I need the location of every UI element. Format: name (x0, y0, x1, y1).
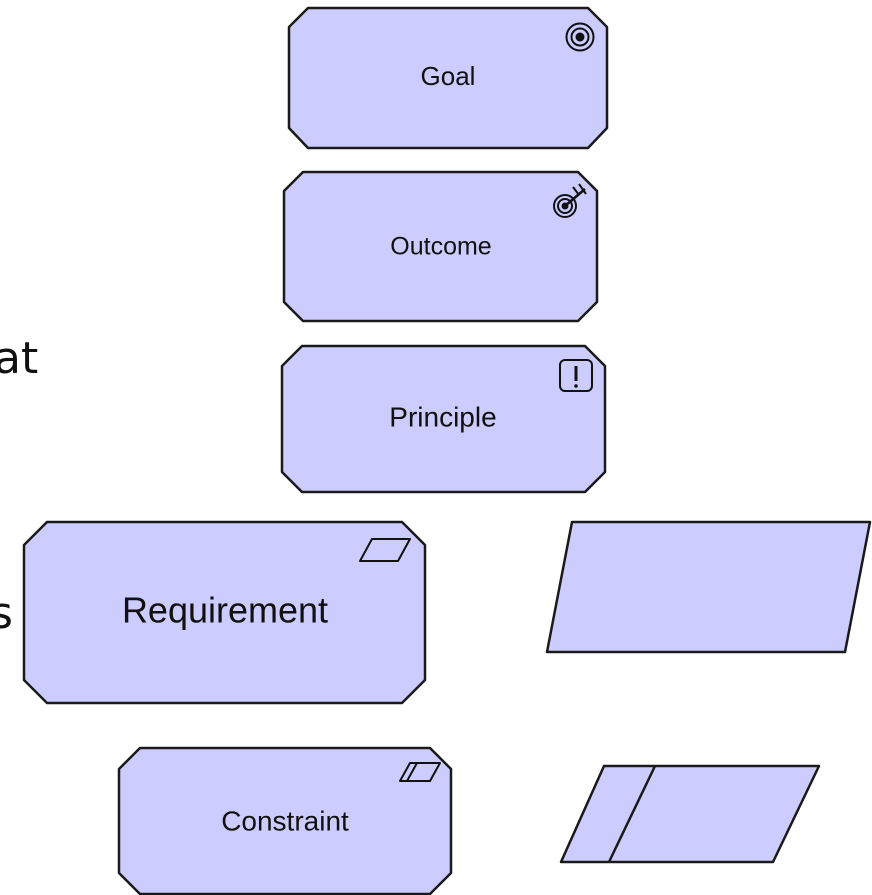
cut-off-text-line-2: s (0, 588, 13, 639)
goal-label: Goal (421, 61, 476, 91)
constraint-notation-parallelogram (559, 764, 821, 864)
constraint-box (117, 746, 453, 895)
constraint-icon (399, 762, 441, 782)
requirement-notation-parallelogram (545, 520, 872, 654)
constraint-notation-stripe (607, 765, 657, 863)
requirement-element: Requirement (22, 520, 427, 705)
outcome-label: Outcome (390, 233, 491, 261)
outcome-element: Outcome (282, 170, 599, 323)
constraint-notation-shape (559, 764, 821, 864)
requirement-icon (359, 538, 411, 562)
requirement-box (22, 520, 427, 705)
requirement-label: Requirement (122, 590, 328, 631)
outcome-icon (553, 183, 587, 218)
constraint-label: Constraint (221, 805, 349, 836)
cut-off-text-line-1: at (0, 333, 38, 384)
principle-element: Principle (280, 344, 607, 494)
principle-icon (559, 359, 593, 392)
goal-icon (565, 22, 595, 52)
constraint-element: Constraint (117, 746, 453, 895)
goal-element: Goal (287, 6, 609, 150)
goal-box (287, 6, 609, 150)
principle-box (280, 344, 607, 494)
principle-label: Principle (389, 401, 496, 432)
outcome-box (282, 170, 599, 323)
